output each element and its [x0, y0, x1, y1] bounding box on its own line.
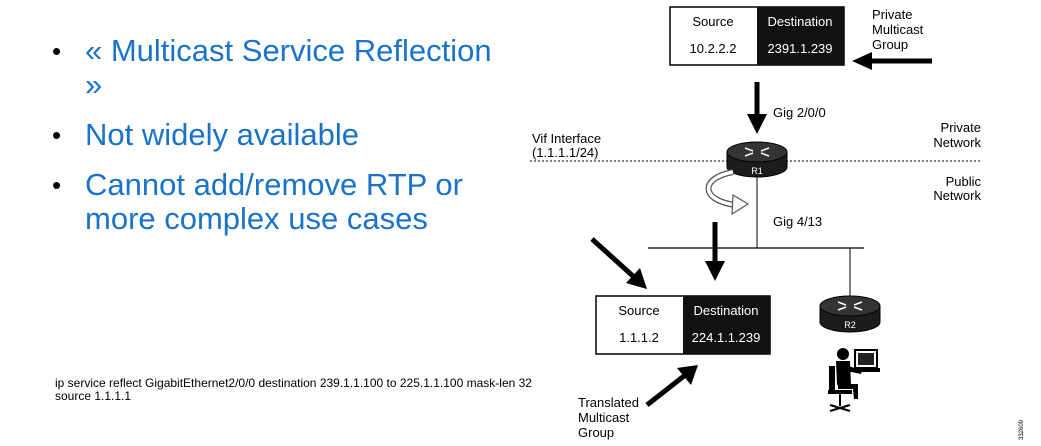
public-network-label-2: Network	[933, 188, 981, 203]
top-source-header: Source	[692, 14, 733, 29]
bottom-source-value: 1.1.1.2	[619, 330, 659, 345]
private-network-label-1: Private	[941, 120, 981, 135]
bottom-packet-dest-cell	[683, 296, 770, 354]
reflection-arrow-fill	[706, 170, 736, 207]
router-r2: R2	[819, 295, 881, 333]
translated-group-label-3: Group	[578, 425, 614, 440]
router-r1-arrows-icon	[744, 147, 770, 157]
figure-id: 332609	[1019, 419, 1025, 440]
vif-interface-address: (1.1.1.1/24)	[532, 145, 599, 160]
bullet-text: Not widely available	[85, 117, 359, 152]
gig-in-arrow-head-icon	[747, 114, 767, 134]
bullet-item: • « Multicast Service Reflection »	[52, 34, 492, 102]
diagonal-in-arrow-head-icon	[626, 268, 647, 289]
router-r1: R1	[726, 141, 788, 178]
gig-out-arrow-head-icon	[705, 261, 725, 281]
translated-group-label-2: Multicast	[578, 410, 630, 425]
bullet-list: • « Multicast Service Reflection » • Not w…	[52, 34, 492, 252]
private-group-label-3: Group	[872, 37, 908, 52]
top-dest-header: Destination	[767, 14, 832, 29]
router-r2-label: R2	[844, 320, 856, 330]
private-group-label-1: Private	[872, 7, 912, 22]
router-r1-top	[726, 141, 788, 163]
reflection-arrow-head-icon	[731, 193, 750, 216]
top-packet: Source 10.2.2.2 Destination 2391.1.239	[669, 6, 845, 66]
bottom-dest-value: 224.1.1.239	[692, 330, 761, 345]
bullet-text: Cannot add/remove RTP or more complex us…	[85, 167, 463, 236]
bullet-text: « Multicast Service Reflection »	[85, 33, 492, 102]
bullet-item: • Cannot add/remove RTP or more complex u…	[52, 168, 492, 236]
private-group-label-2: Multicast	[872, 22, 924, 37]
gig-out-label: Gig 4/13	[773, 214, 822, 229]
top-source-value: 10.2.2.2	[690, 41, 737, 56]
public-network-label-1: Public	[946, 174, 982, 189]
router-r2-top	[819, 295, 881, 317]
bottom-dest-header: Destination	[693, 303, 758, 318]
router-r1-label: R1	[751, 166, 763, 176]
bottom-packet: Source 1.1.1.2 Destination 224.1.1.239	[595, 295, 771, 355]
top-packet-dest-cell	[757, 7, 844, 65]
bottom-source-header: Source	[618, 303, 659, 318]
bullet-dot-icon: •	[52, 36, 62, 66]
translated-group-label-1: Translated	[578, 395, 639, 410]
private-network-label-2: Network	[933, 135, 981, 150]
top-dest-value: 2391.1.239	[767, 41, 832, 56]
bullet-dot-icon: •	[52, 170, 62, 200]
user-workstation-icon	[828, 348, 880, 412]
router-r2-arrows-icon	[837, 301, 863, 311]
bullet-item: • Not widely available	[52, 118, 492, 152]
gig-in-label: Gig 2/0/0	[773, 105, 826, 120]
diagonal-in-arrow-shaft	[590, 237, 636, 279]
translated-arrow-shaft	[645, 374, 686, 407]
command-text: ip service reflect GigabitEthernet2/0/0 …	[55, 376, 532, 403]
bullet-dot-icon: •	[52, 120, 62, 150]
translated-arrow-head-icon	[677, 365, 698, 385]
private-group-arrow-head-icon	[852, 52, 872, 70]
vif-interface-label: Vif Interface	[532, 131, 601, 146]
